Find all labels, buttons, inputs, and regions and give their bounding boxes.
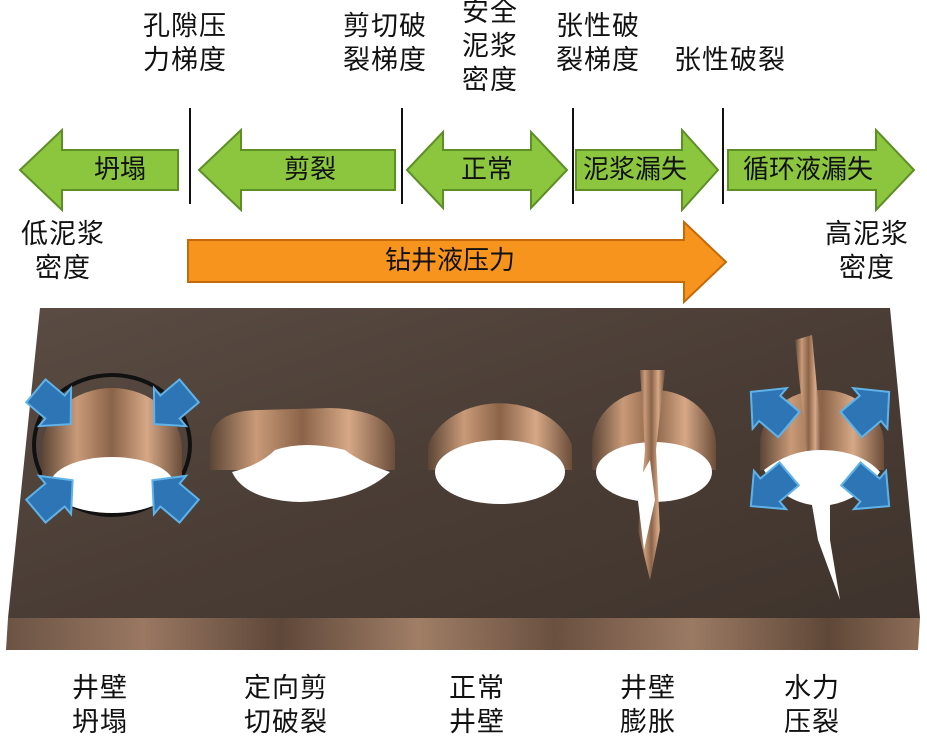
circulation-loss-zone-label: 循环液漏失 <box>742 155 873 185</box>
shear-fracture-hole <box>210 408 395 502</box>
wellbore-expansion-hole <box>592 370 716 580</box>
drilling-fluid-pressure-arrow <box>187 220 728 304</box>
collapse-zone-arrow <box>18 128 179 212</box>
slab-front-face <box>6 618 920 650</box>
divider-tensile-failure <box>722 108 724 204</box>
divider-pore-pressure <box>189 108 191 204</box>
pore-pressure-gradient-label: 孔隙压 力梯度 <box>143 11 227 76</box>
shear-zone-label: 剪裂 <box>283 155 336 185</box>
tensile-failure-label: 张性破裂 <box>674 45 786 76</box>
normal-wellbore-hole <box>428 403 572 504</box>
circulation-loss-zone-arrow <box>727 128 916 212</box>
normal-zone-arrow <box>405 129 569 211</box>
oriented-shear-fracture-label: 定向剪 切破裂 <box>244 673 328 738</box>
safe-mud-density-label: 安全 泥浆 密度 <box>462 0 518 96</box>
hydraulic-stress-arrows <box>749 386 891 511</box>
divider-tensile-failure-gradient <box>572 108 574 204</box>
shear-failure-gradient-label: 剪切破 裂梯度 <box>343 11 427 76</box>
normal-zone-label: 正常 <box>460 155 513 185</box>
hydraulic-fracture-label: 水力 压裂 <box>784 673 840 738</box>
collapse-stress-arrows <box>24 378 201 524</box>
wellbore-collapse-hole <box>32 373 192 517</box>
wellbore-collapse-label: 井壁 坍塌 <box>72 673 128 738</box>
mud-loss-zone-label: 泥浆漏失 <box>582 155 687 185</box>
drilling-fluid-pressure-label: 钻井液压力 <box>384 246 515 276</box>
high-mud-density-label: 高泥浆 密度 <box>825 219 909 284</box>
divider-shear-failure <box>401 108 403 204</box>
shear-zone-arrow <box>197 128 396 212</box>
collapse-zone-label: 坍塌 <box>93 155 146 185</box>
rock-slab-illustration <box>6 308 920 650</box>
mud-loss-zone-arrow <box>575 128 720 212</box>
tensile-failure-gradient-label: 张性破 裂梯度 <box>556 11 640 76</box>
low-mud-density-label: 低泥浆 密度 <box>21 219 105 284</box>
wellbore-expansion-label: 井壁 膨胀 <box>620 673 676 738</box>
normal-wellbore-label: 正常 井壁 <box>449 673 505 738</box>
